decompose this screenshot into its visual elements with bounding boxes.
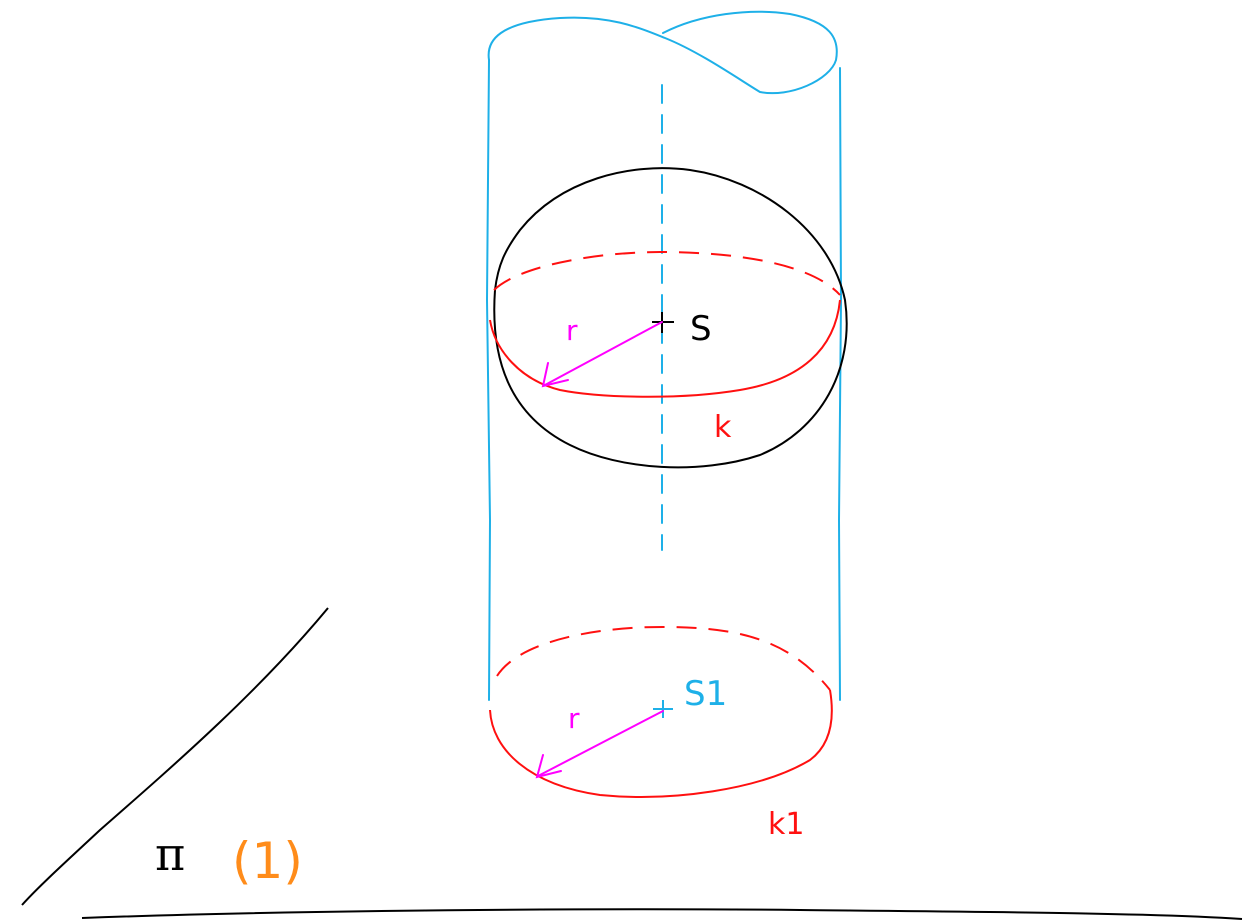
label-center-s: S — [690, 309, 712, 349]
sphere-outline — [493, 167, 848, 469]
center-s1-marker — [653, 700, 673, 718]
center-s-marker — [652, 312, 674, 333]
plane-diagonal-edge — [21, 607, 329, 906]
circle-k-back — [493, 250, 841, 296]
circle-k1-front — [489, 689, 833, 798]
cylinder-right-edge — [837, 67, 843, 701]
circle-k — [489, 250, 841, 398]
label-center-s1: S1 — [684, 674, 727, 714]
cylinder-left-edge — [485, 59, 492, 701]
label-plane: π — [155, 827, 185, 881]
cylinder-top-rim-left — [487, 10, 838, 95]
label-radius-bottom: r — [568, 702, 580, 735]
label-circle-k: k — [714, 410, 732, 445]
circle-k1 — [489, 625, 833, 798]
label-radius-top: r — [566, 314, 578, 347]
radius-bottom-arrow — [535, 710, 664, 779]
projection-cylinder — [485, 10, 843, 701]
plane-bottom-edge — [81, 908, 1243, 920]
label-plane-note: (1) — [232, 832, 303, 890]
circle-k-front — [489, 299, 841, 398]
circle-k1-back — [496, 625, 831, 691]
label-circle-k1: k1 — [768, 807, 804, 842]
radius-top-arrow — [541, 321, 663, 388]
